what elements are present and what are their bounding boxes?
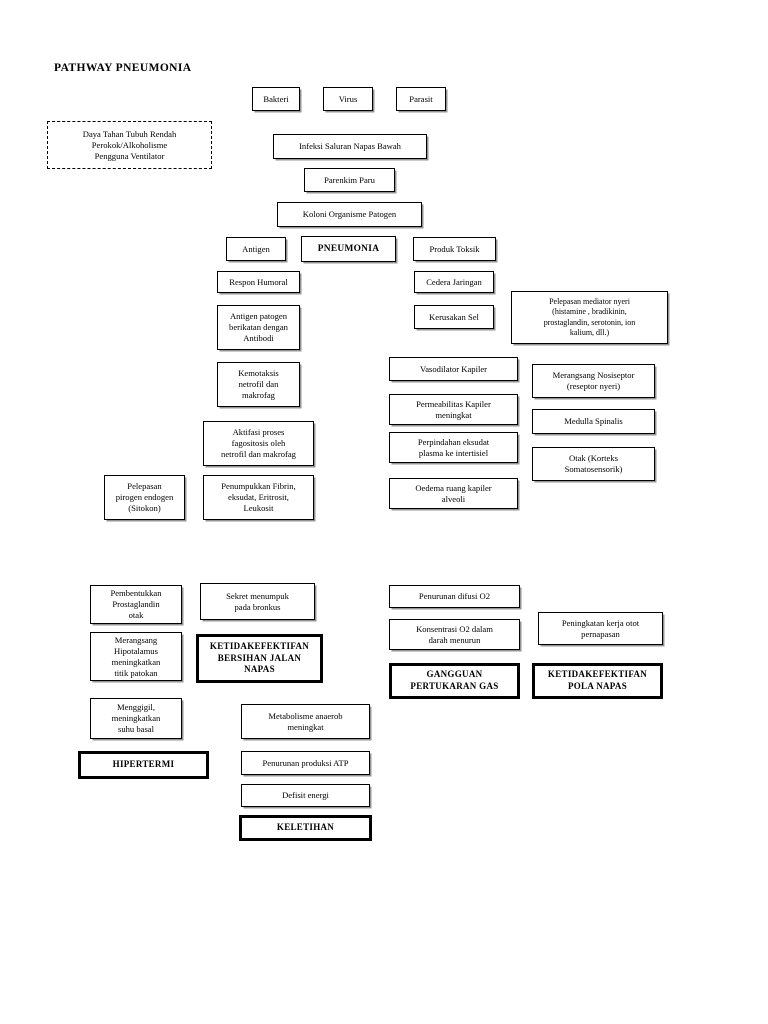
node-koloni-organisme-patogen: Koloni Organisme Patogen [277,202,422,227]
node-merangsang-nosiseptor: Merangsang Nosiseptor (reseptor nyeri) [532,364,655,398]
node-pneumonia: PNEUMONIA [301,236,396,262]
node-oedema-ruang-kapiler: Oedema ruang kapiler alveoli [389,478,518,509]
node-diagnosis-pola-napas: KETIDAKEFEKTIFAN POLA NAPAS [532,663,663,699]
node-penurunan-difusi-o2: Penurunan difusi O2 [389,585,520,608]
node-peningkatan-kerja-otot-pernapasan: Peningkatan kerja otot pernapasan [538,612,663,645]
node-pelepasan-mediator-nyeri: Pelepasan mediator nyeri (histamine , br… [511,291,668,344]
node-perpindahan-eksudat: Perpindahan eksudat plasma ke intertisie… [389,432,518,463]
node-pembentukkan-prostaglandin-otak: Pembentukkan Prostaglandin otak [90,585,182,624]
node-metabolisme-anaerob: Metabolisme anaerob meningkat [241,704,370,739]
node-diagnosis-bersihan-jalan-napas: KETIDAKEFEKTIFAN BERSIHAN JALAN NAPAS [196,634,323,683]
node-risk-factors: Daya Tahan Tubuh Rendah Perokok/Alkoholi… [47,121,212,169]
node-parenkim-paru: Parenkim Paru [304,168,395,192]
node-kerusakan-sel: Kerusakan Sel [414,305,494,329]
node-antigen: Antigen [226,237,286,261]
node-kemotaksis: Kemotaksis netrofil dan makrofag [217,362,300,407]
node-respon-humoral: Respon Humoral [217,271,300,293]
node-otak-korteks-somatosensorik: Otak (Korteks Somatosensorik) [532,447,655,481]
node-cedera-jaringan: Cedera Jaringan [414,271,494,293]
node-antigen-patogen-antibodi: Antigen patogen berikatan dengan Antibod… [217,305,300,350]
node-menggigil: Menggigil, meningkatkan suhu basal [90,698,182,739]
node-medulla-spinalis: Medulla Spinalis [532,409,655,434]
node-bakteri: Bakteri [252,87,300,111]
node-parasit: Parasit [396,87,446,111]
node-penurunan-produksi-atp: Penurunan produksi ATP [241,751,370,775]
node-diagnosis-hipertermi: HIPERTERMI [78,751,209,779]
node-defisit-energi: Defisit energi [241,784,370,807]
node-infeksi-saluran-napas-bawah: Infeksi Saluran Napas Bawah [273,134,427,159]
node-virus: Virus [323,87,373,111]
node-penumpukkan-fibrin: Penumpukkan Fibrin, eksudat, Eritrosit, … [203,475,314,520]
node-pelepasan-pirogen-endogen: Pelepasan pirogen endogen (Sitokon) [104,475,185,520]
node-diagnosis-gangguan-pertukaran-gas: GANGGUAN PERTUKARAN GAS [389,663,520,699]
node-permeabilitas-kapiler: Permeabilitas Kapiler meningkat [389,394,518,425]
node-aktifasi-fagositosis: Aktifasi proses fagositosis oleh netrofi… [203,421,314,466]
node-konsentrasi-o2-darah: Konsentrasi O2 dalam darah menurun [389,619,520,650]
node-sekret-menumpuk-bronkus: Sekret menumpuk pada bronkus [200,583,315,620]
node-vasodilator-kapiler: Vasodilator Kapiler [389,357,518,381]
page-title: PATHWAY PNEUMONIA [54,62,192,74]
node-merangsang-hipotalamus: Merangsang Hipotalamus meningkatkan titi… [90,632,182,681]
node-diagnosis-keletihan: KELETIHAN [239,815,372,841]
node-produk-toksik: Produk Toksik [413,237,496,261]
